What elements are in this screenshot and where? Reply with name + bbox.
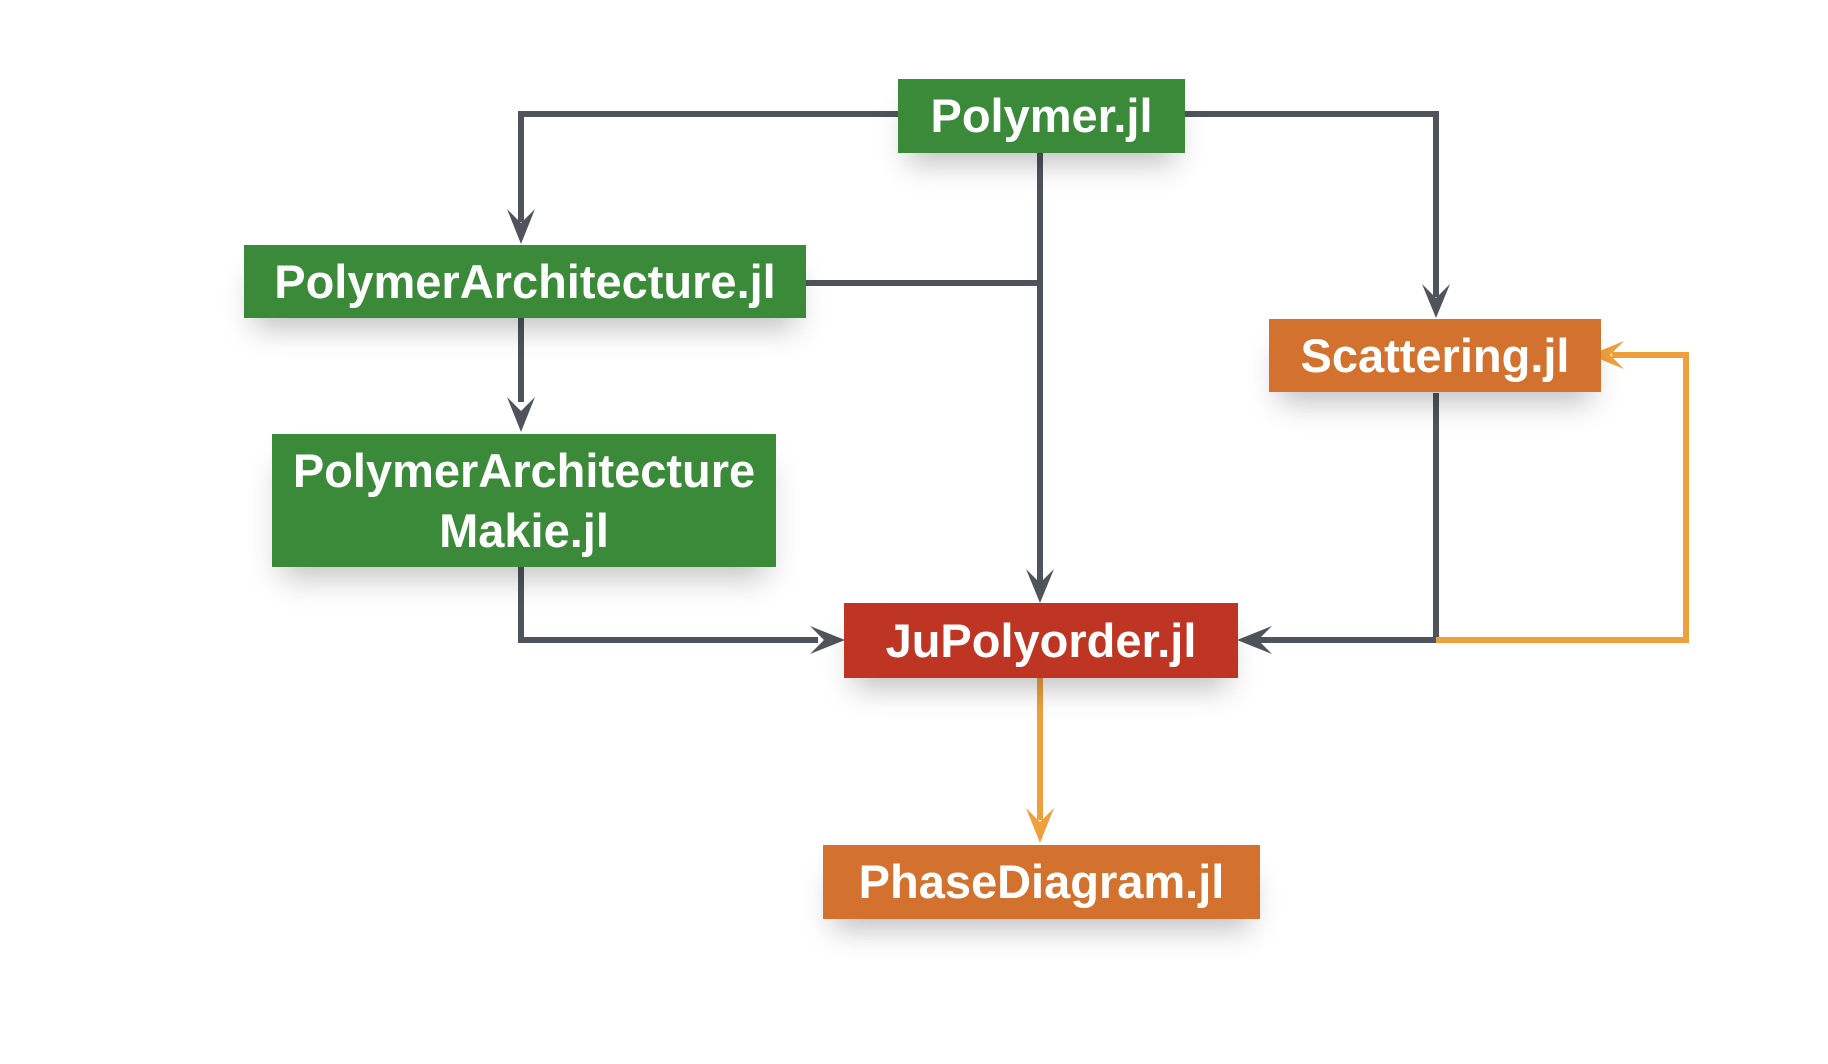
node-phase-diagram-label: PhaseDiagram.jl [858,855,1225,908]
edge-polymer-to-polymerarchitecture [518,111,898,222]
node-phase-diagram[interactable]: PhaseDiagram.jl [823,845,1260,919]
node-makie-label-line-2: Makie.jl [439,503,609,557]
node-scattering[interactable]: Scattering.jl [1269,319,1601,392]
arrowhead-jupolyorder-right-icon [1237,626,1272,654]
node-polymer[interactable]: Polymer.jl [898,79,1185,153]
node-scattering-label: Scattering.jl [1300,328,1570,382]
arrowhead-makie-icon [507,397,535,432]
node-polymer-label: Polymer.jl [930,89,1153,142]
edge-scattering-to-jupolyorder [1258,393,1439,643]
arrowhead-jupolyorder-left-icon [810,626,845,654]
arrowhead-polymerarchitecture-icon [507,209,535,244]
edge-polymer-to-scattering [1185,111,1439,297]
node-polymer-architecture-label: PolymerArchitecture.jl [274,254,776,308]
node-jupolyorder-label: JuPolyorder.jl [885,613,1197,667]
node-makie-label-line-1: PolymerArchitecture [292,443,756,497]
arrowhead-scattering-right-icon [1590,341,1624,369]
node-jupolyorder[interactable]: JuPolyorder.jl [844,603,1238,678]
arrowhead-scattering-icon [1422,284,1450,318]
node-polymer-architecture[interactable]: PolymerArchitecture.jl [244,245,806,318]
node-polymer-architecture-makie[interactable]: PolymerArchitecture Makie.jl [272,434,776,567]
edge-jupolyorder-to-scattering [1436,352,1689,643]
arrowhead-phasediagram-icon [1026,808,1054,843]
edge-makie-to-jupolyorder [518,567,818,643]
arrowhead-jupolyorder-top-icon [1026,569,1054,603]
